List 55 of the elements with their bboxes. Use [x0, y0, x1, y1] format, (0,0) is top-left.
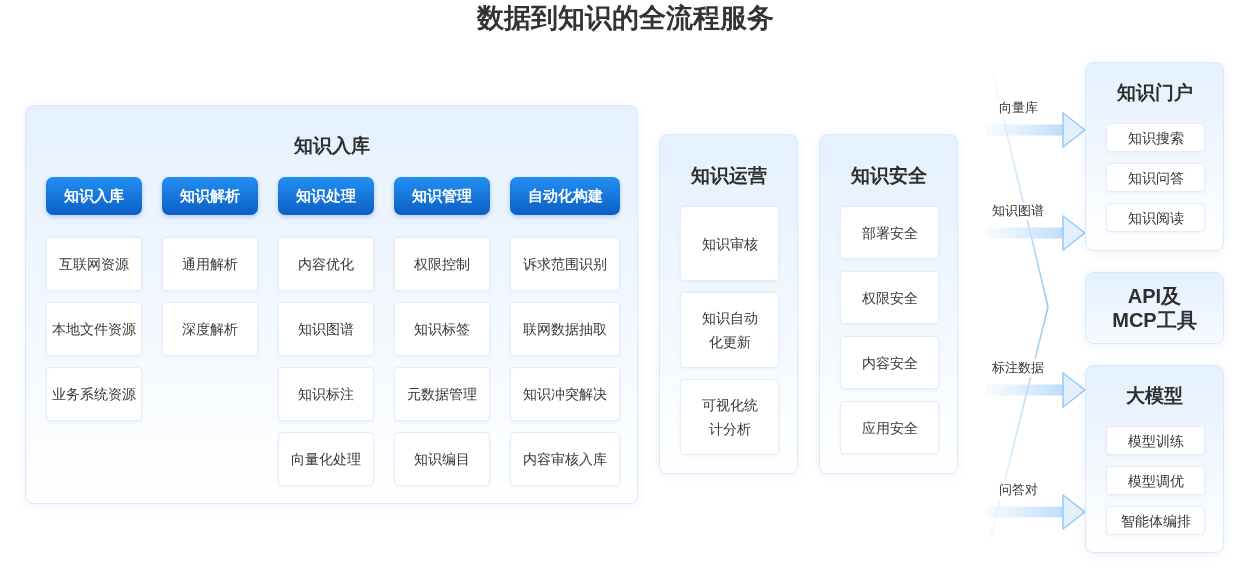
feature-box: 本地文件资源: [46, 302, 142, 356]
feature-box: 元数据管理: [394, 367, 490, 421]
feature-box: 可视化统计分析: [680, 379, 779, 455]
feature-box: 知识编目: [394, 432, 490, 486]
feature-box: 深度解析: [162, 302, 258, 356]
feature-box: 权限控制: [394, 237, 490, 291]
feature-box: 智能体编排: [1106, 506, 1205, 535]
feature-box: 业务系统资源: [46, 367, 142, 421]
feature-box: 内容优化: [278, 237, 374, 291]
feature-box: 应用安全: [840, 401, 939, 454]
group-panel: [1085, 62, 1224, 251]
feature-box: 诉求范围识别: [510, 237, 620, 291]
panel-title: 大模型: [1126, 384, 1183, 408]
module-box: API及MCP工具: [1085, 272, 1224, 344]
feature-box: 内容审核入库: [510, 432, 620, 486]
feature-box: 通用解析: [162, 237, 258, 291]
category-header: 知识解析: [162, 177, 258, 215]
category-header: 知识入库: [46, 177, 142, 215]
feature-box: 知识搜索: [1106, 123, 1205, 152]
feature-box: 知识图谱: [278, 302, 374, 356]
feature-box: 联网数据抽取: [510, 302, 620, 356]
panel-title: 知识安全: [850, 164, 927, 188]
feature-box: 内容安全: [840, 336, 939, 389]
arrow: [985, 372, 1086, 408]
arrow: [985, 112, 1086, 148]
feature-box: 知识冲突解决: [510, 367, 620, 421]
feature-box: 部署安全: [840, 206, 939, 259]
group-panel: [25, 105, 638, 504]
feature-box: 模型调优: [1106, 466, 1205, 495]
feature-box: 向量化处理: [278, 432, 374, 486]
group-panel: [819, 134, 958, 474]
category-header: 知识管理: [394, 177, 490, 215]
group-panel: [1085, 365, 1224, 553]
category-header: 自动化构建: [510, 177, 620, 215]
feature-box: 权限安全: [840, 271, 939, 324]
edge-label: 向量库: [996, 99, 1040, 117]
group-panel: [659, 134, 798, 474]
category-header: 知识处理: [278, 177, 374, 215]
edge-label: 知识图谱: [990, 202, 1046, 220]
feature-box: 知识问答: [1106, 163, 1205, 192]
arrow: [985, 215, 1086, 251]
feature-box: 模型训练: [1106, 426, 1205, 455]
feature-box: 知识审核: [680, 206, 779, 281]
feature-box: 知识标签: [394, 302, 490, 356]
feature-box: 知识自动化更新: [680, 292, 779, 368]
panel-title: 知识运营: [690, 164, 767, 188]
feature-box: 知识阅读: [1106, 203, 1205, 232]
edge-label: 标注数据: [990, 359, 1046, 377]
panel-title: 知识门户: [1116, 81, 1193, 105]
feature-box: 知识标注: [278, 367, 374, 421]
panel-title: 知识入库: [293, 134, 370, 158]
edge-label: 问答对: [996, 481, 1040, 499]
feature-box: 互联网资源: [46, 237, 142, 291]
arrow: [985, 494, 1086, 530]
diagram-title: 数据到知识的全流程服务: [476, 2, 774, 35]
